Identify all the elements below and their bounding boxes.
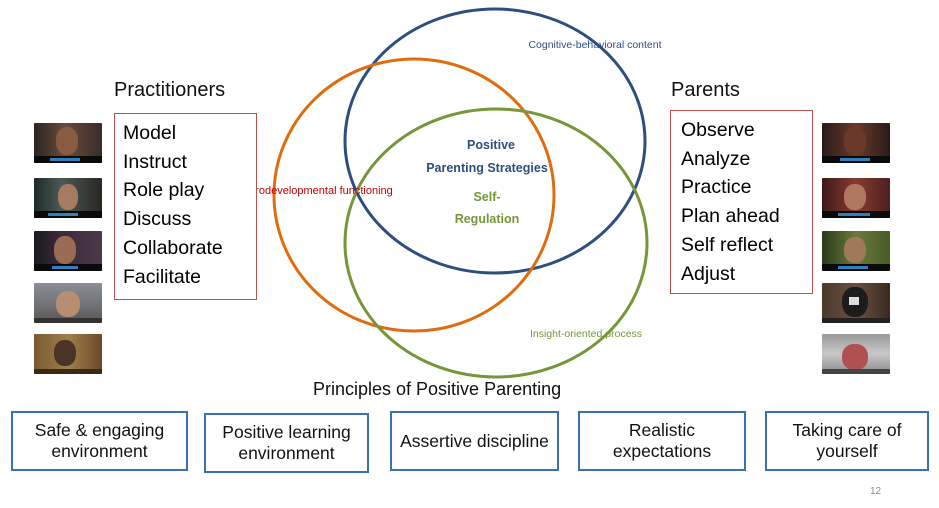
principle-assertive-discipline: Assertive discipline [390, 411, 559, 471]
practitioner-verb: Instruct [123, 150, 187, 173]
cognitive-behavioral-circle [343, 7, 647, 275]
practitioner-video-thumbnail[interactable] [34, 231, 102, 271]
parent-verb: Adjust [681, 262, 736, 285]
principle-realistic-expectations: Realistic expectations [578, 411, 746, 471]
practitioner-verb: Role play [123, 179, 205, 202]
practitioner-video-thumbnail[interactable] [34, 334, 102, 374]
insight-oriented-label: Insight-oriented process [530, 328, 642, 340]
parent-verb: Self reflect [681, 233, 774, 256]
center-sub-line-1: Self- [473, 190, 500, 204]
practitioner-verb: Facilitate [123, 265, 202, 288]
principles-heading: Principles of Positive Parenting [313, 379, 562, 399]
practitioner-video-thumbnail[interactable] [34, 178, 102, 218]
principle-safe-engaging-environment: Safe & engaging environment [11, 411, 188, 471]
parents-heading: Parents [671, 79, 740, 101]
principle-positive-learning-environment: Positive learning environment [204, 413, 369, 473]
parent-video-thumbnail[interactable] [822, 178, 890, 218]
page-number: 12 [870, 486, 882, 497]
practitioners-heading: Practitioners [114, 79, 226, 101]
center-title-line-1: Positive [467, 138, 515, 152]
practitioner-verb: Model [123, 122, 177, 144]
neurodevelopmental-circle [272, 57, 556, 333]
practitioner-verb: Discuss [123, 208, 192, 231]
parent-video-thumbnail[interactable] [822, 231, 890, 271]
parent-video-thumbnail[interactable] [822, 283, 890, 323]
practitioner-video-thumbnail[interactable] [34, 283, 102, 323]
parent-video-thumbnail[interactable] [822, 334, 890, 374]
parent-verb: Plan ahead [681, 205, 780, 228]
practitioners-box: Model Instruct Role play Discuss Collabo… [114, 113, 257, 300]
cognitive-behavioral-label: Cognitive-behavioral content [528, 39, 661, 51]
parents-box: Observe Analyze Practice Plan ahead Self… [670, 110, 813, 294]
insight-oriented-circle [343, 107, 649, 379]
parent-verb: Observe [681, 119, 755, 141]
parent-video-thumbnail[interactable] [822, 123, 890, 163]
center-sub-line-2: Regulation [455, 212, 520, 226]
parent-verb: Analyze [681, 147, 751, 170]
practitioner-video-thumbnail[interactable] [34, 123, 102, 163]
neurodevelopmental-label: Neurodevelopmental functioning [235, 185, 393, 197]
center-title-line-2: Parenting Strategies [426, 161, 548, 175]
practitioner-verb: Collaborate [123, 236, 223, 259]
principle-taking-care-of-yourself: Taking care of yourself [765, 411, 929, 471]
parent-verb: Practice [681, 176, 752, 199]
